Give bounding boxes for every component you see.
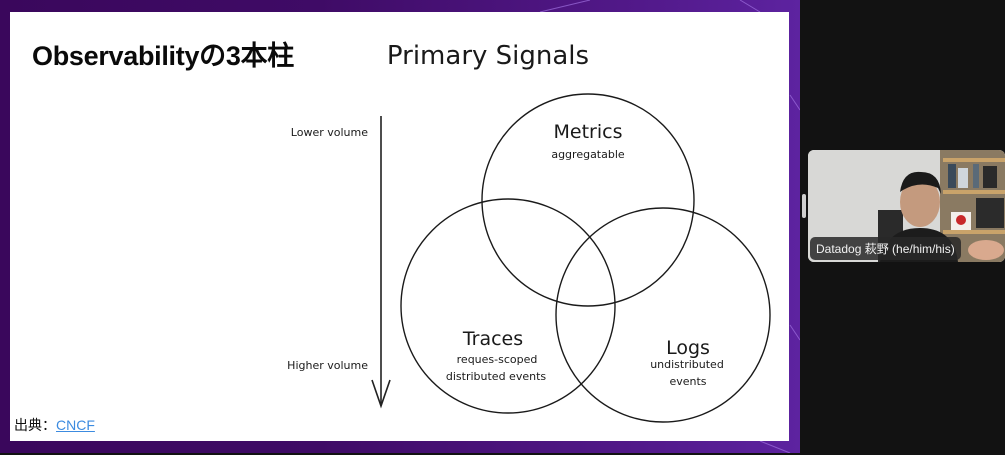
axis-top-label: Lower volume <box>291 126 368 139</box>
diagram-heading: Primary Signals <box>387 41 589 71</box>
logs-description-line2: events <box>669 375 706 388</box>
traces-circle <box>400 198 616 414</box>
frame-decoration <box>539 0 800 453</box>
metrics-circle <box>481 93 695 307</box>
traces-description-line2: distributed events <box>446 370 547 383</box>
cncf-link[interactable]: CNCF <box>56 417 95 433</box>
logs-circle <box>555 207 771 423</box>
slide-title: Observabilityの3本柱 <box>32 41 294 71</box>
axis-bottom-label: Higher volume <box>287 359 368 372</box>
source-label: 出典： <box>14 417 56 433</box>
participant-video-tile[interactable]: Datadog 萩野 (he/him/his) <box>808 150 1005 262</box>
traces-label: Traces <box>462 328 523 350</box>
panel-resize-handle[interactable] <box>802 194 806 218</box>
logs-label: Logs <box>666 337 710 359</box>
participant-name-label: Datadog 萩野 (he/him/his) <box>810 237 961 260</box>
metrics-label: Metrics <box>554 121 623 143</box>
slide-content: Observabilityの3本柱 Primary Signals Lower … <box>10 12 789 441</box>
primary-signals-diagram: Primary Signals Lower volume Higher volu… <box>287 41 771 423</box>
volume-axis-arrowhead <box>371 379 391 409</box>
source-citation: 出典：CNCF <box>14 415 95 435</box>
logs-description-line1: undistributed <box>650 358 724 371</box>
traces-description-line1: reques-scoped <box>457 353 538 366</box>
slide-frame: Observabilityの3本柱 Primary Signals Lower … <box>0 0 800 453</box>
metrics-description: aggregatable <box>551 148 625 161</box>
